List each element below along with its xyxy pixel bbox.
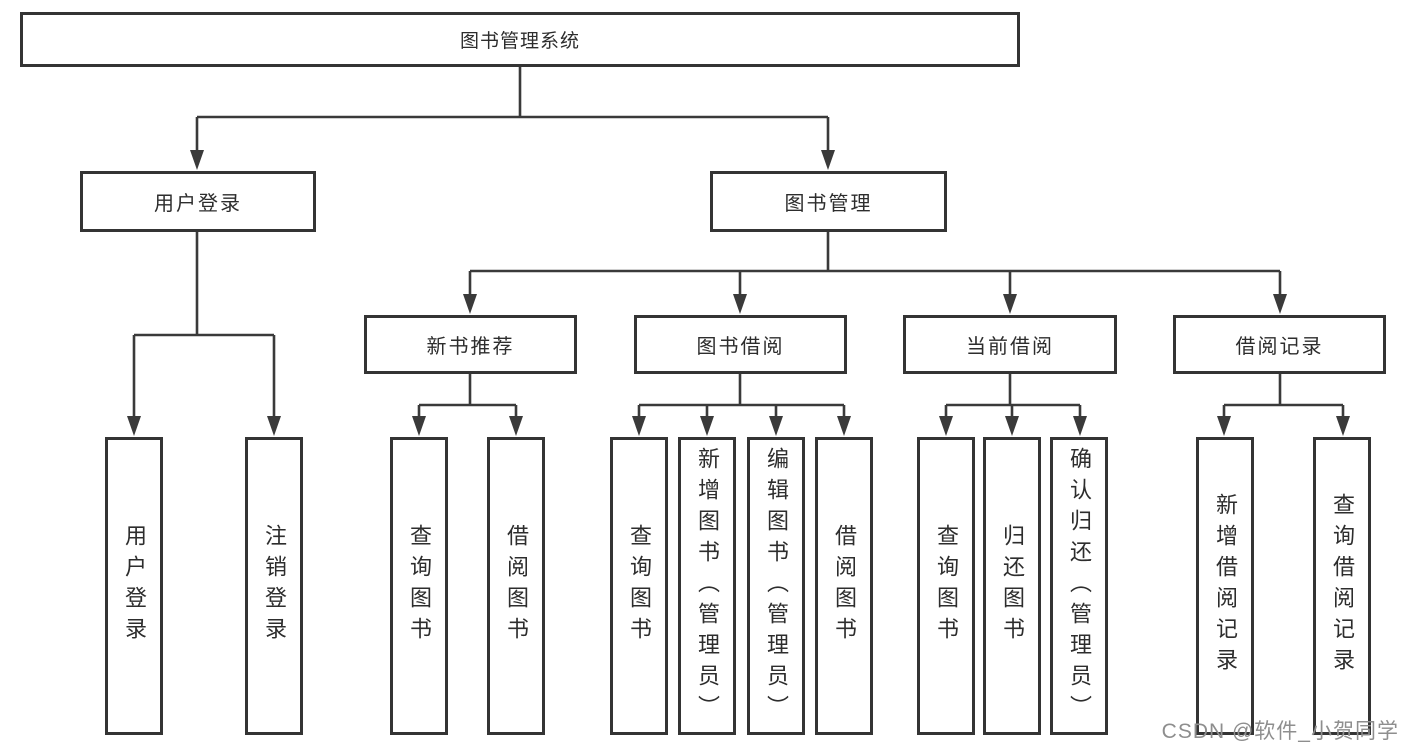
- node-new-book-recommendation: 新书推荐: [364, 315, 577, 374]
- leaf-add-borrow-record: 新增借阅记录: [1196, 437, 1254, 735]
- node-current-borrowing: 当前借阅: [903, 315, 1117, 374]
- leaf-label: 查询图书: [407, 524, 432, 648]
- leaf-logout: 注销登录: [245, 437, 303, 735]
- node-user-login: 用户登录: [80, 171, 316, 232]
- leaf-label: 注销登录: [262, 524, 287, 648]
- node-borrowing-records: 借阅记录: [1173, 315, 1386, 374]
- leaf-label: 查询图书: [934, 524, 959, 648]
- node-book-management: 图书管理: [710, 171, 947, 232]
- leaf-borrow-books: 借阅图书: [815, 437, 873, 735]
- leaf-borrow-books-recommend: 借阅图书: [487, 437, 545, 735]
- leaf-label: 编辑图书（管理员）: [764, 446, 789, 726]
- node-book-borrowing: 图书借阅: [634, 315, 847, 374]
- leaf-label: 确认归还（管理员）: [1067, 446, 1092, 726]
- leaf-label: 查询借阅记录: [1330, 493, 1355, 679]
- leaf-label: 新增借阅记录: [1213, 493, 1238, 679]
- leaf-query-borrow-record: 查询借阅记录: [1313, 437, 1371, 735]
- leaf-query-books-recommend: 查询图书: [390, 437, 448, 735]
- leaf-label: 用户登录: [122, 524, 147, 648]
- leaf-user-login: 用户登录: [105, 437, 163, 735]
- leaf-label: 归还图书: [1000, 524, 1025, 648]
- leaf-edit-books-admin: 编辑图书（管理员）: [747, 437, 805, 735]
- leaf-query-books-borrow: 查询图书: [610, 437, 668, 735]
- leaf-return-books: 归还图书: [983, 437, 1041, 735]
- node-root-system: 图书管理系统: [20, 12, 1020, 67]
- leaf-query-books-current: 查询图书: [917, 437, 975, 735]
- leaf-label: 借阅图书: [504, 524, 529, 648]
- leaf-confirm-return-admin: 确认归还（管理员）: [1050, 437, 1108, 735]
- leaf-label: 借阅图书: [832, 524, 857, 648]
- leaf-add-books-admin: 新增图书（管理员）: [678, 437, 736, 735]
- leaf-label: 查询图书: [627, 524, 652, 648]
- leaf-label: 新增图书（管理员）: [695, 446, 720, 726]
